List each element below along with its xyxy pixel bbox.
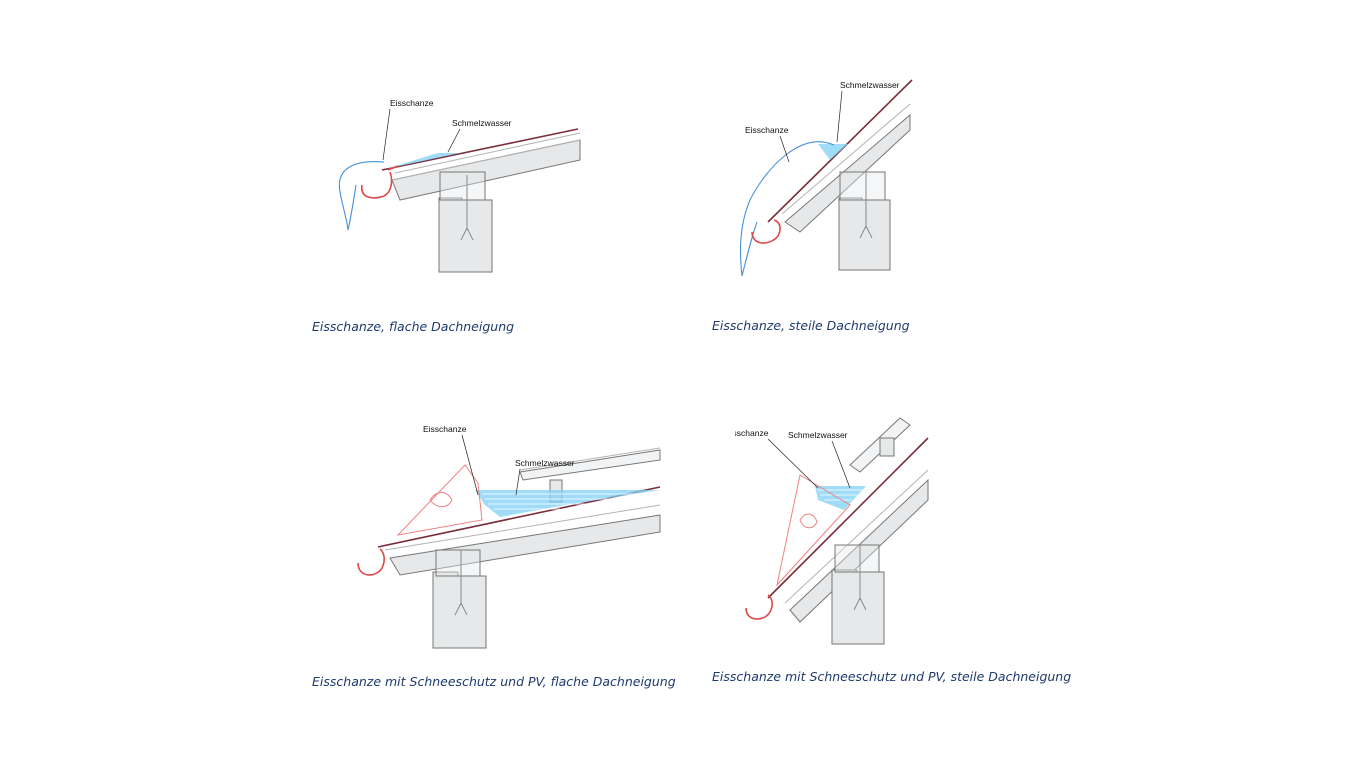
diagram-pv-steep-pitch: Eisschanze Schmelzwasser: [735, 417, 929, 645]
wall: [438, 197, 493, 273]
leader-ice-dam: [779, 135, 790, 163]
anchor-foot: [454, 601, 468, 616]
rafter: [789, 478, 929, 623]
anchor-foot: [859, 224, 873, 239]
water-stripes: [482, 493, 650, 510]
gutter: [361, 171, 393, 199]
label-ice-dam: Eisschanze: [735, 428, 769, 438]
underlay-line: [781, 103, 911, 215]
caption-flat-pitch: Eisschanze, flache Dachneigung: [312, 319, 515, 334]
gutter-hanger: [387, 165, 399, 171]
underlay-line: [384, 504, 661, 551]
leader-melt-water: [831, 440, 851, 489]
label-melt-water: Schmelzwasser: [515, 458, 575, 468]
underlay-line: [394, 132, 581, 174]
snow-guard-detail: [799, 513, 818, 529]
snow-guard-detail: [429, 492, 453, 508]
rafter: [784, 113, 911, 233]
label-melt-water: Schmelzwasser: [788, 430, 848, 440]
gutter: [751, 219, 781, 244]
wall-plate: [839, 171, 886, 201]
ice-dam: [338, 161, 385, 231]
melt-water: [386, 153, 460, 169]
wall: [432, 571, 487, 649]
ice-dam: [739, 141, 835, 277]
label-ice-dam: Eisschanze: [390, 98, 434, 108]
melt-water: [475, 490, 660, 517]
pv-edge: [519, 447, 661, 471]
leader-ice-dam: [382, 108, 391, 161]
wall: [831, 569, 885, 645]
wall-plate: [439, 171, 486, 201]
caption-steep-pitch: Eisschanze, steile Dachneigung: [712, 318, 910, 333]
melt-water: [818, 144, 848, 160]
diagram-steep-pitch: Schmelzwasser Eisschanze: [739, 79, 913, 277]
leader-melt-water: [447, 128, 461, 153]
roof-covering: [767, 437, 929, 599]
diagram-pv-flat-pitch: Eisschanze Schmelzwasser: [357, 424, 661, 649]
caption-pv-steep-pitch: Eisschanze mit Schneeschutz und PV, stei…: [712, 669, 1072, 684]
label-melt-water: Schmelzwasser: [840, 80, 900, 90]
rafter: [389, 514, 661, 576]
batten-line: [391, 139, 581, 181]
anchor-foot: [853, 596, 867, 611]
label-melt-water: Schmelzwasser: [452, 118, 512, 128]
leader-melt-water: [515, 468, 521, 496]
snow-guard: [396, 464, 483, 536]
gutter: [745, 594, 773, 620]
leader-ice-dam: [461, 434, 479, 496]
anchor-foot: [460, 226, 474, 241]
caption-pv-flat-pitch: Eisschanze mit Schneeschutz und PV, flac…: [312, 674, 676, 689]
pv-mount: [879, 437, 895, 457]
underlay-line: [784, 469, 929, 604]
wall-plate: [834, 544, 880, 573]
pv-module: [519, 449, 661, 481]
leader-melt-water: [836, 90, 843, 143]
gutter: [357, 548, 385, 576]
wall-plate: [435, 549, 481, 577]
leader-ice-dam: [767, 438, 819, 489]
label-ice-dam: Eisschanze: [423, 424, 467, 434]
label-ice-dam: Eisschanze: [745, 125, 789, 135]
roof-covering: [381, 128, 579, 171]
snow-guard: [776, 474, 851, 587]
wall: [838, 197, 891, 271]
diagram-flat-pitch: Eisschanze Schmelzwasser: [338, 98, 581, 273]
